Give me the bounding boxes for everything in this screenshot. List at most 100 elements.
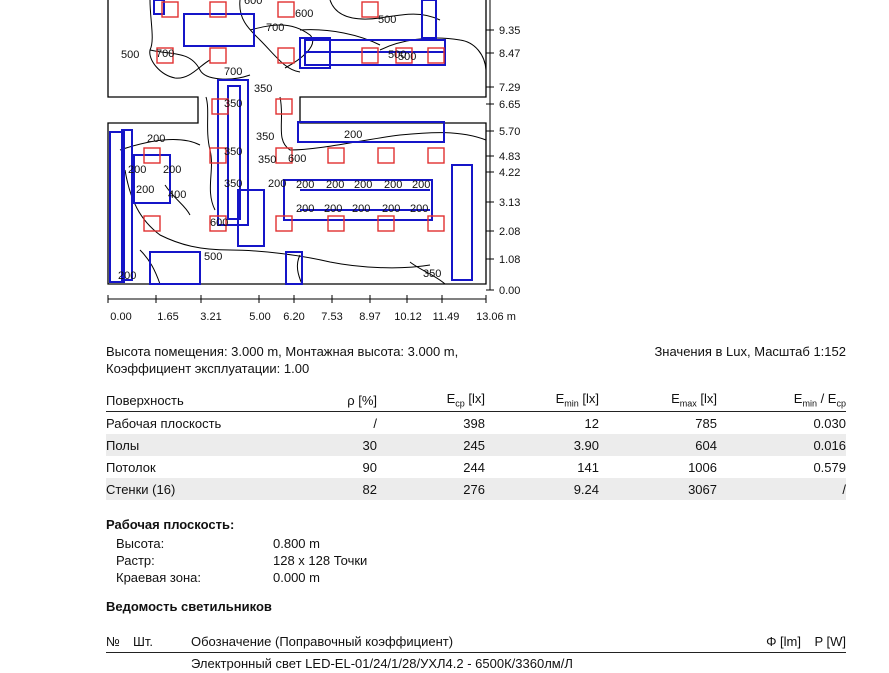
cell-designation: Электронный свет LED-EL-01/24/1/28/УХЛ4.… <box>191 653 751 673</box>
col-qty: Шт. <box>133 630 191 653</box>
y-tick-label: 4.22 <box>499 167 520 179</box>
contour-label: 400 <box>168 189 186 201</box>
cell-uniformity: 0.016 <box>717 434 846 456</box>
contour-label: 350 <box>256 131 274 143</box>
col-designation: Обозначение (Поправочный коэффициент) <box>191 630 751 653</box>
x-tick-label: 3.21 <box>200 311 221 323</box>
contour-label: 600 <box>244 0 262 7</box>
luminaires <box>144 2 444 231</box>
x-tick-label: 10.12 <box>394 311 422 323</box>
luminaires-title: Ведомость светильников <box>106 599 272 614</box>
contour-label: 200 <box>136 184 154 196</box>
contour-label: 500 <box>378 14 396 26</box>
col-eav: Ecp [lx] <box>377 389 485 412</box>
cell-uniformity: 0.579 <box>717 456 846 478</box>
contour-label: 200 <box>128 164 146 176</box>
surfaces-header-row: Поверхность ρ [%] Ecp [lx] Emin [lx] Ema… <box>106 389 846 412</box>
y-tick-label: 6.65 <box>499 99 520 111</box>
col-surface: Поверхность <box>106 389 306 412</box>
cell-uniformity: / <box>717 478 846 500</box>
y-tick-label: 3.13 <box>499 197 520 209</box>
luminaires-header-row: № Шт. Обозначение (Поправочный коэффицие… <box>106 630 846 653</box>
param-label: Высота: <box>116 535 273 552</box>
cell-uniformity: 0.030 <box>717 412 846 435</box>
y-tick-label: 7.29 <box>499 82 520 94</box>
col-flux: Φ [lm] <box>751 630 801 653</box>
y-tick-label: 2.08 <box>499 226 520 238</box>
cell-eav: 276 <box>377 478 485 500</box>
cell-eav: 398 <box>377 412 485 435</box>
maintenance-factor-line: Коэффициент эксплуатации: 1.00 <box>106 360 846 377</box>
col-power: P [W] <box>801 630 846 653</box>
contour-label: 700 <box>224 66 242 78</box>
col-emax: Emax [lx] <box>599 389 717 412</box>
workplane-border-row: Краевая зона: 0.000 m <box>116 569 367 586</box>
y-tick-label: 1.08 <box>499 254 520 266</box>
x-tick-label: 0.00 <box>110 311 131 323</box>
contour-label: 200 <box>324 203 342 215</box>
cell-surface: Стенки (16) <box>106 478 306 500</box>
contour-label: 700 <box>156 48 174 60</box>
y-axis <box>486 0 494 290</box>
contour-label: 350 <box>423 268 441 280</box>
cell-emax: 604 <box>599 434 717 456</box>
contour-label: 350 <box>224 98 242 110</box>
cell-surface: Рабочая плоскость <box>106 412 306 435</box>
contour-label: 350 <box>224 146 242 158</box>
x-axis <box>108 295 486 303</box>
contour-label: 350 <box>224 178 242 190</box>
param-label: Растр: <box>116 552 273 569</box>
cell-emin: 12 <box>485 412 599 435</box>
contour-label: 200 <box>412 179 430 191</box>
cell-emin: 3.90 <box>485 434 599 456</box>
cell-surface: Потолок <box>106 456 306 478</box>
table-row: Стенки (16) 82 276 9.24 3067 / <box>106 478 846 500</box>
scale-note: Значения в Lux, Масштаб 1:152 <box>654 343 846 360</box>
contour-label: 200 <box>163 164 181 176</box>
cell-rho: / <box>306 412 377 435</box>
workplane-title: Рабочая плоскость: <box>106 517 234 532</box>
y-tick-label: 5.70 <box>499 126 520 138</box>
param-value: 128 x 128 Точки <box>273 552 367 569</box>
contour-label: 500 <box>398 51 416 63</box>
cell-emax: 1006 <box>599 456 717 478</box>
x-tick-label: 13.06 m <box>476 311 516 323</box>
y-tick-labels: 9.35 8.47 7.29 6.65 5.70 4.83 4.22 3.13 … <box>499 25 520 297</box>
table-row: Рабочая плоскость / 398 12 785 0.030 <box>106 412 846 435</box>
contour-label: 350 <box>254 83 272 95</box>
contour-label: 200 <box>296 203 314 215</box>
cell-emin: 9.24 <box>485 478 599 500</box>
table-row: Электронный свет LED-EL-01/24/1/28/УХЛ4.… <box>106 653 846 673</box>
contour-label: 200 <box>352 203 370 215</box>
cell-rho: 30 <box>306 434 377 456</box>
cell-eav: 245 <box>377 434 485 456</box>
contour-label: 200 <box>118 270 136 282</box>
param-label: Краевая зона: <box>116 569 273 586</box>
x-tick-label: 6.20 <box>283 311 304 323</box>
contour-label: 200 <box>296 179 314 191</box>
cell-rho: 82 <box>306 478 377 500</box>
contour-label: 350 <box>258 154 276 166</box>
workplane-grid-row: Растр: 128 x 128 Точки <box>116 552 367 569</box>
table-row: Полы 30 245 3.90 604 0.016 <box>106 434 846 456</box>
table-row: Потолок 90 244 141 1006 0.579 <box>106 456 846 478</box>
cell-surface: Полы <box>106 434 306 456</box>
cell-emax: 3067 <box>599 478 717 500</box>
col-rho: ρ [%] <box>306 389 377 412</box>
contour-label: 200 <box>344 129 362 141</box>
contour-label: 200 <box>354 179 372 191</box>
contour-label: 200 <box>384 179 402 191</box>
contour-label: 200 <box>382 203 400 215</box>
contour-label: 600 <box>210 217 228 229</box>
x-tick-label: 7.53 <box>321 311 342 323</box>
isolux-floor-plan: 600 500 700 500 700 600 700 500 350 350 … <box>0 0 889 340</box>
y-tick-label: 8.47 <box>499 48 520 60</box>
workplane-height-row: Высота: 0.800 m <box>116 535 367 552</box>
room-info: Высота помещения: 3.000 m, Монтажная выс… <box>106 343 846 377</box>
contour-label: 600 <box>295 8 313 20</box>
col-uniformity: Emin / Ecp <box>717 389 846 412</box>
y-tick-label: 4.83 <box>499 151 520 163</box>
contour-label: 500 <box>121 49 139 61</box>
x-tick-label: 8.97 <box>359 311 380 323</box>
contour-label: 200 <box>147 133 165 145</box>
